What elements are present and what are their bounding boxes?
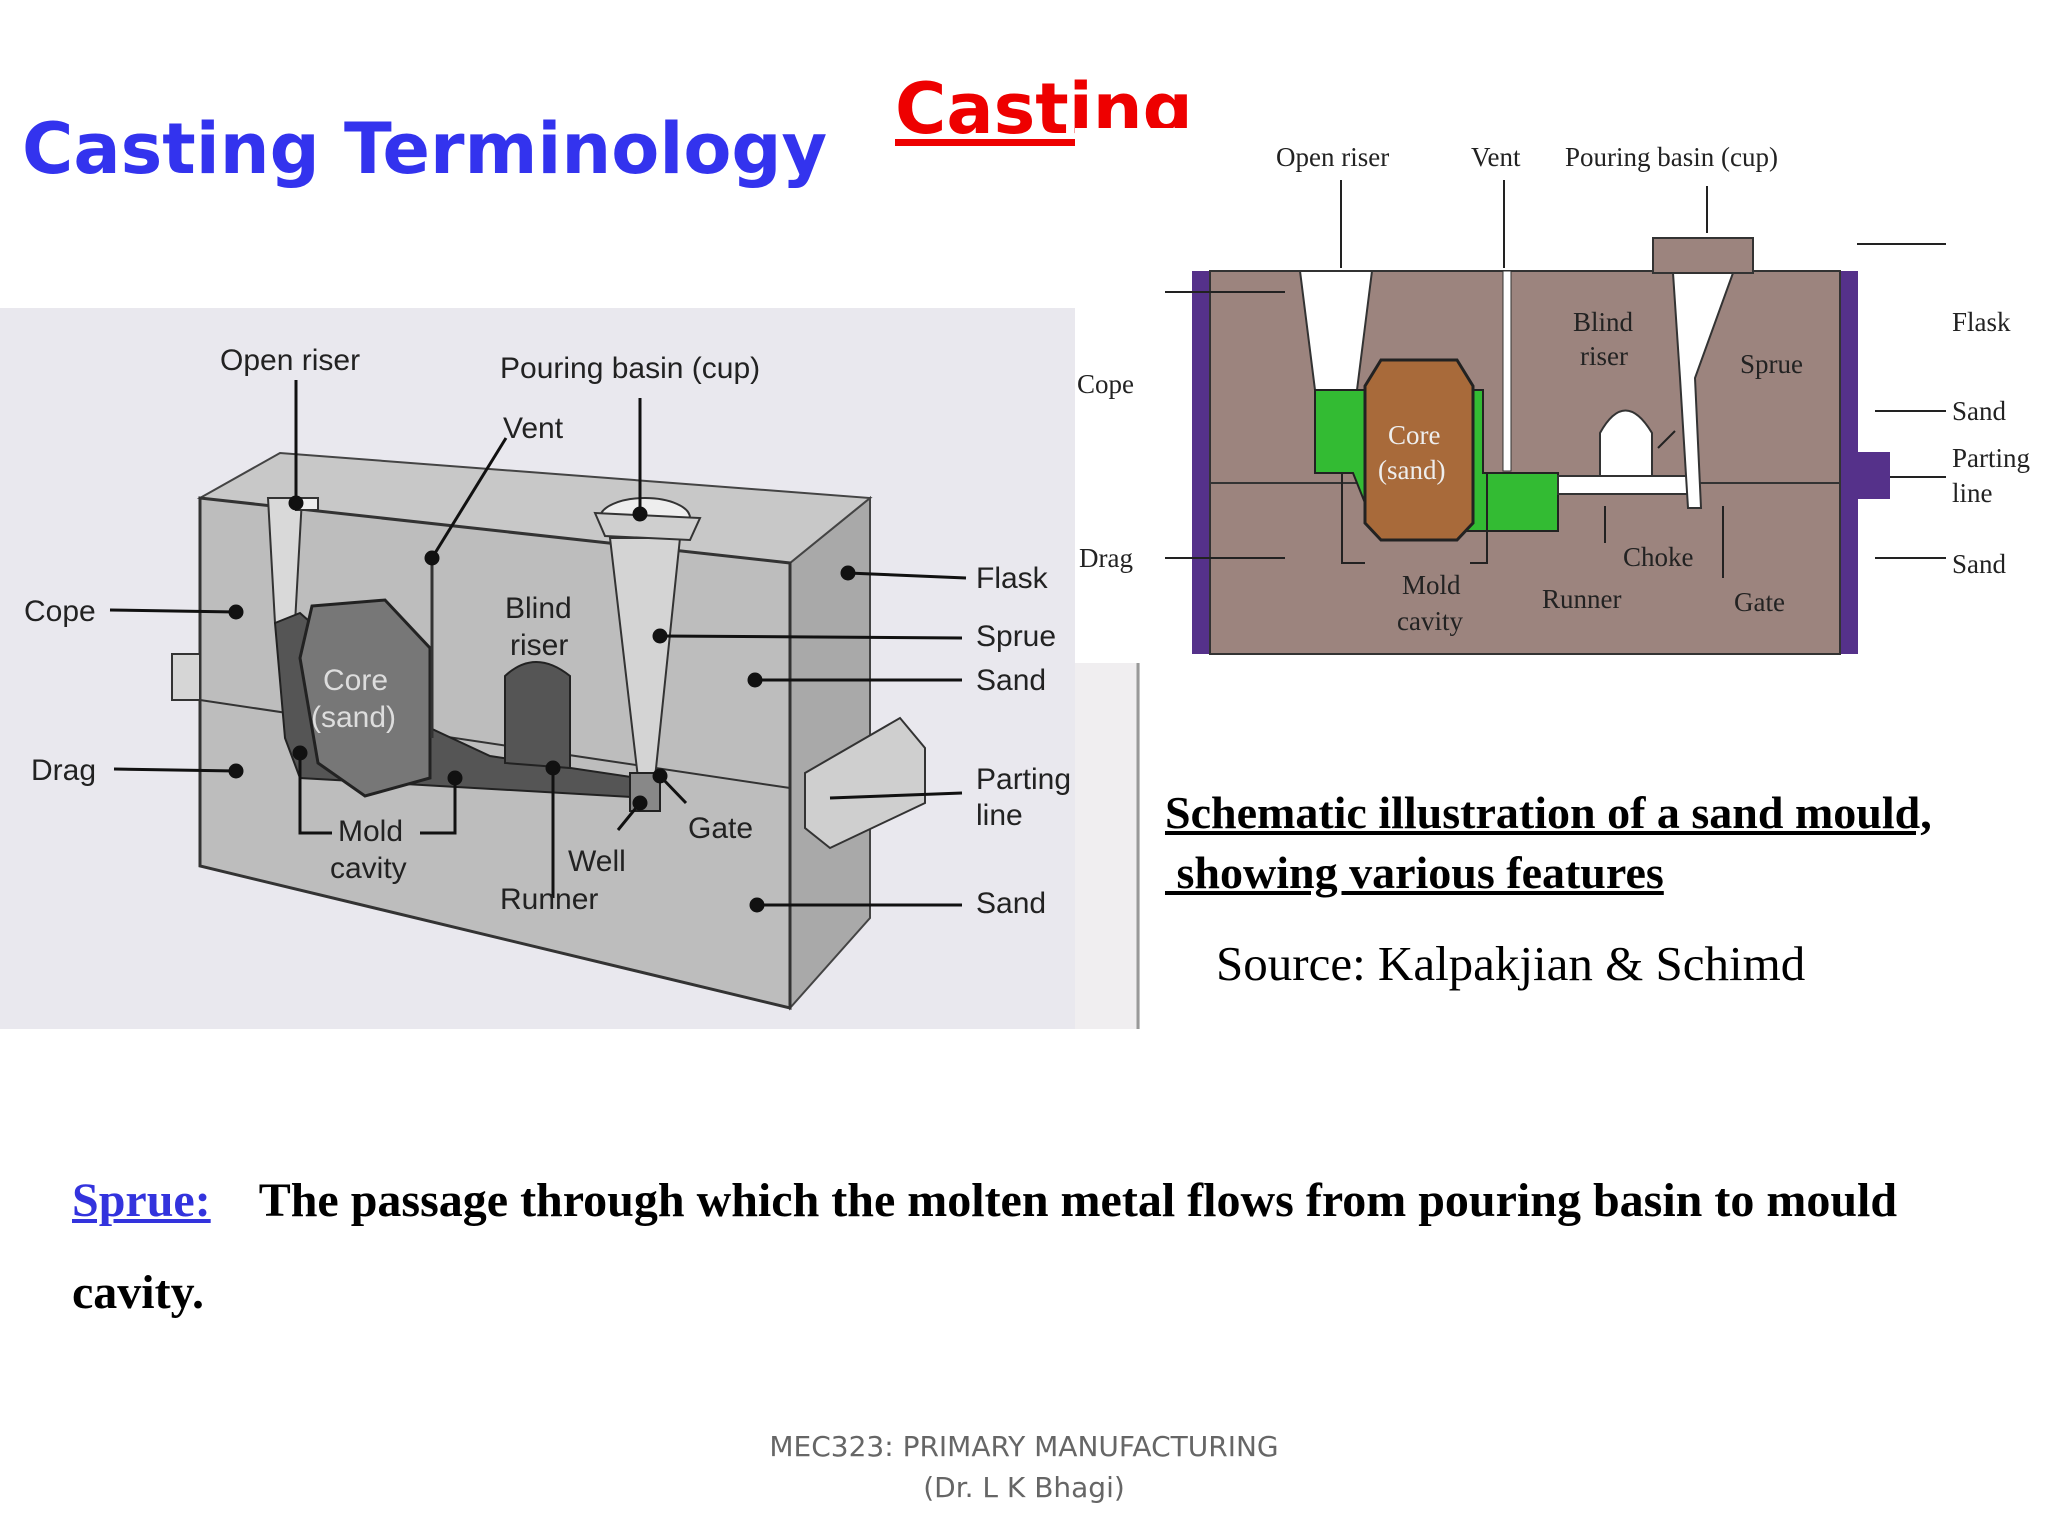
label-parting-line-1: Parting	[976, 763, 1071, 796]
sec-label-parting-line-2: line	[1952, 478, 1993, 508]
label-sprue: Sprue	[976, 620, 1056, 653]
caption-line-1: Schematic illustration of a sand mould,	[1165, 787, 1932, 838]
sec-label-gate: Gate	[1734, 587, 1785, 617]
label-sand-lower: Sand	[976, 887, 1046, 920]
definition-text: The passage through which the molten met…	[72, 1174, 1898, 1319]
sec-label-mold-cavity-2: cavity	[1397, 606, 1463, 636]
label-open-riser: Open riser	[220, 344, 360, 377]
footer-course: MEC323: PRIMARY MANUFACTURING	[769, 1430, 1279, 1463]
sec-label-drag: Drag	[1079, 543, 1133, 573]
label-cope: Cope	[24, 595, 96, 628]
figure-source: Source: Kalpakjian & Schimd	[1216, 936, 1806, 991]
sec-label-runner: Runner	[1542, 584, 1621, 614]
label-well: Well	[568, 845, 626, 878]
sec-label-sand-lower: Sand	[1952, 549, 2007, 579]
label-mold-cavity-1: Mold	[338, 815, 403, 848]
sec-label-flask: Flask	[1952, 307, 2011, 337]
sec-label-mold-cavity-1: Mold	[1402, 570, 1461, 600]
label-mold-cavity-2: cavity	[330, 852, 407, 885]
sec-label-sprue: Sprue	[1740, 349, 1803, 379]
sec-label-blind-riser-1: Blind	[1573, 307, 1634, 337]
label-gate: Gate	[688, 812, 753, 845]
sec-label-blind-riser-2: riser	[1580, 341, 1628, 371]
label-flask: Flask	[976, 562, 1049, 595]
label-sand-upper: Sand	[976, 664, 1046, 697]
sec-label-parting-line-1: Parting	[1952, 443, 2030, 473]
sec-label-vent: Vent	[1471, 142, 1521, 172]
sec-label-core-1: Core	[1388, 420, 1441, 450]
sand-mould-3d-figure: Open riser Pouring basin (cup) Vent Blin…	[0, 308, 1140, 1029]
sec-label-open-riser: Open riser	[1276, 142, 1389, 172]
sec-label-cope: Cope	[1077, 369, 1134, 399]
label-core-1: Core	[323, 664, 388, 697]
label-core-2: (sand)	[311, 701, 396, 734]
label-blind-riser-1: Blind	[505, 592, 572, 625]
figure-caption: Schematic illustration of a sand mould, …	[1165, 783, 1932, 903]
label-blind-riser-2: riser	[510, 629, 568, 662]
sec-label-core-2: (sand)	[1378, 455, 1445, 485]
sec-label-pouring-basin: Pouring basin (cup)	[1565, 142, 1778, 172]
footer-author: (Dr. L K Bhagi)	[923, 1471, 1125, 1504]
label-parting-line-2: line	[976, 799, 1023, 832]
caption-line-2: showing various features	[1165, 847, 1664, 898]
label-runner: Runner	[500, 883, 598, 916]
label-drag: Drag	[31, 754, 96, 787]
sec-label-sand-upper: Sand	[1952, 396, 2007, 426]
slide-footer: MEC323: PRIMARY MANUFACTURING (Dr. L K B…	[624, 1426, 1424, 1508]
definition-term: Sprue:	[72, 1174, 211, 1227]
slide-title: Casting Terminology	[22, 108, 828, 190]
label-vent: Vent	[503, 412, 564, 445]
sec-label-choke: Choke	[1623, 542, 1694, 572]
label-pouring-basin: Pouring basin (cup)	[500, 352, 760, 385]
sprue-definition: Sprue:The passage through which the molt…	[72, 1155, 2032, 1339]
sand-mould-section-figure: Open riser Vent Pouring basin (cup) Blin…	[1075, 128, 2048, 663]
